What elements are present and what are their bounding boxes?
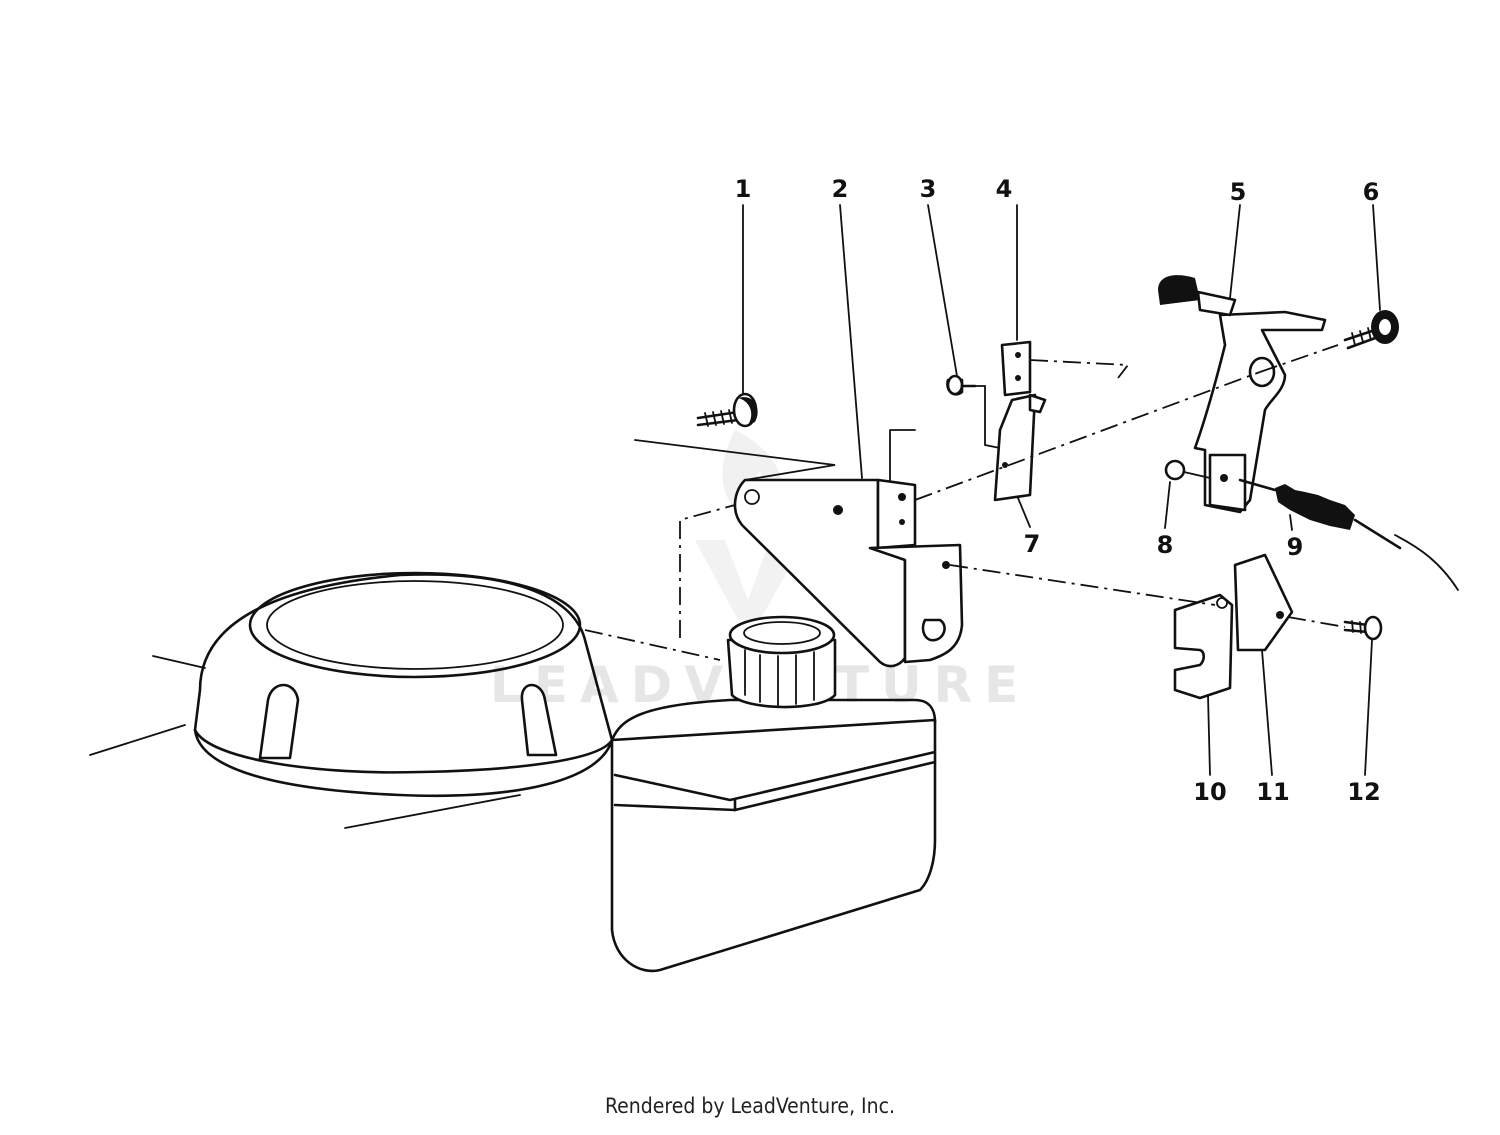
part-7-link-plate xyxy=(993,393,1047,502)
callout-numbers: 1 2 3 4 5 6 7 8 9 10 11 12 xyxy=(735,175,1381,806)
part-11-bracket xyxy=(1233,553,1294,652)
callout-11: 11 xyxy=(1256,778,1289,806)
callout-1: 1 xyxy=(735,175,752,203)
callout-6: 6 xyxy=(1363,178,1380,206)
callout-4: 4 xyxy=(996,175,1013,203)
part-3-screw xyxy=(946,374,977,396)
part-4-clip xyxy=(1000,340,1032,397)
callout-12: 12 xyxy=(1347,778,1380,806)
part-8-ball xyxy=(1164,459,1211,481)
fuel-tank xyxy=(610,504,937,973)
callout-5: 5 xyxy=(1230,178,1247,206)
callout-10: 10 xyxy=(1193,778,1226,806)
part-5-throttle-lever xyxy=(1158,275,1327,514)
callout-3: 3 xyxy=(920,175,937,203)
callout-9: 9 xyxy=(1287,533,1304,561)
part-6-nut xyxy=(1343,310,1399,350)
part-12-screw xyxy=(1343,615,1383,641)
part-1-bolt xyxy=(696,392,758,428)
footer-credit: Rendered by LeadVenture, Inc. xyxy=(605,1094,895,1118)
callout-8: 8 xyxy=(1157,531,1174,559)
callout-2: 2 xyxy=(832,175,849,203)
part-9-spring-cable xyxy=(1238,478,1459,591)
assembly-centerlines xyxy=(914,344,1346,628)
callout-7: 7 xyxy=(1024,530,1041,558)
part-10-plate xyxy=(1173,593,1234,700)
leader-lines xyxy=(742,204,1381,776)
part-2-control-bracket xyxy=(733,429,964,668)
